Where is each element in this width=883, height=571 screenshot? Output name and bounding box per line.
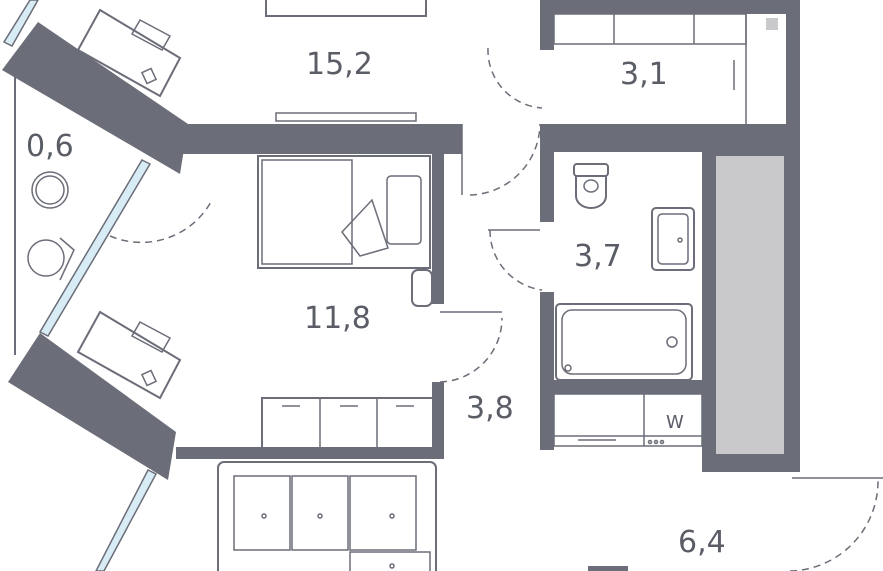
sofa	[217, 461, 437, 571]
washer-label: W	[666, 412, 684, 433]
door-swing-bedroom	[439, 317, 503, 383]
bathtub	[555, 303, 693, 381]
door-swing-hall	[469, 123, 541, 196]
utility-box	[766, 18, 778, 30]
kitchen-counter	[553, 393, 703, 447]
balcony-chair	[27, 237, 75, 281]
windows	[2, 0, 158, 571]
sink	[651, 207, 695, 271]
bottom-threshold	[588, 566, 628, 571]
exterior-walls	[2, 22, 462, 480]
toilet	[573, 163, 609, 209]
area-label-entry: 3,1	[620, 57, 668, 92]
bedroom-nightstand	[411, 269, 433, 307]
shelf	[275, 112, 417, 122]
bed	[257, 155, 431, 269]
area-label-hall: 3,8	[466, 391, 514, 426]
area-label-living: 15,2	[306, 47, 373, 82]
balcony-table-inner	[35, 175, 65, 205]
door-swing-balcony	[109, 199, 213, 244]
area-label-bathroom: 3,7	[574, 239, 622, 274]
area-label-balcony: 0,6	[26, 129, 74, 164]
balcony-table	[31, 171, 69, 209]
wardrobe-top	[265, 0, 427, 17]
area-label-bedroom: 11,8	[304, 301, 371, 336]
door-swings	[109, 47, 883, 571]
entry-cabinet	[553, 13, 747, 124]
door-swing-front	[789, 479, 879, 571]
dresser	[261, 397, 435, 449]
desk-bottom	[76, 310, 182, 400]
door-swing-entry	[487, 47, 543, 109]
area-label-kitchen: 6,4	[678, 525, 726, 560]
desk-top	[76, 8, 182, 98]
ventilation-shaft	[716, 156, 784, 454]
door-swing-bath	[489, 229, 543, 291]
